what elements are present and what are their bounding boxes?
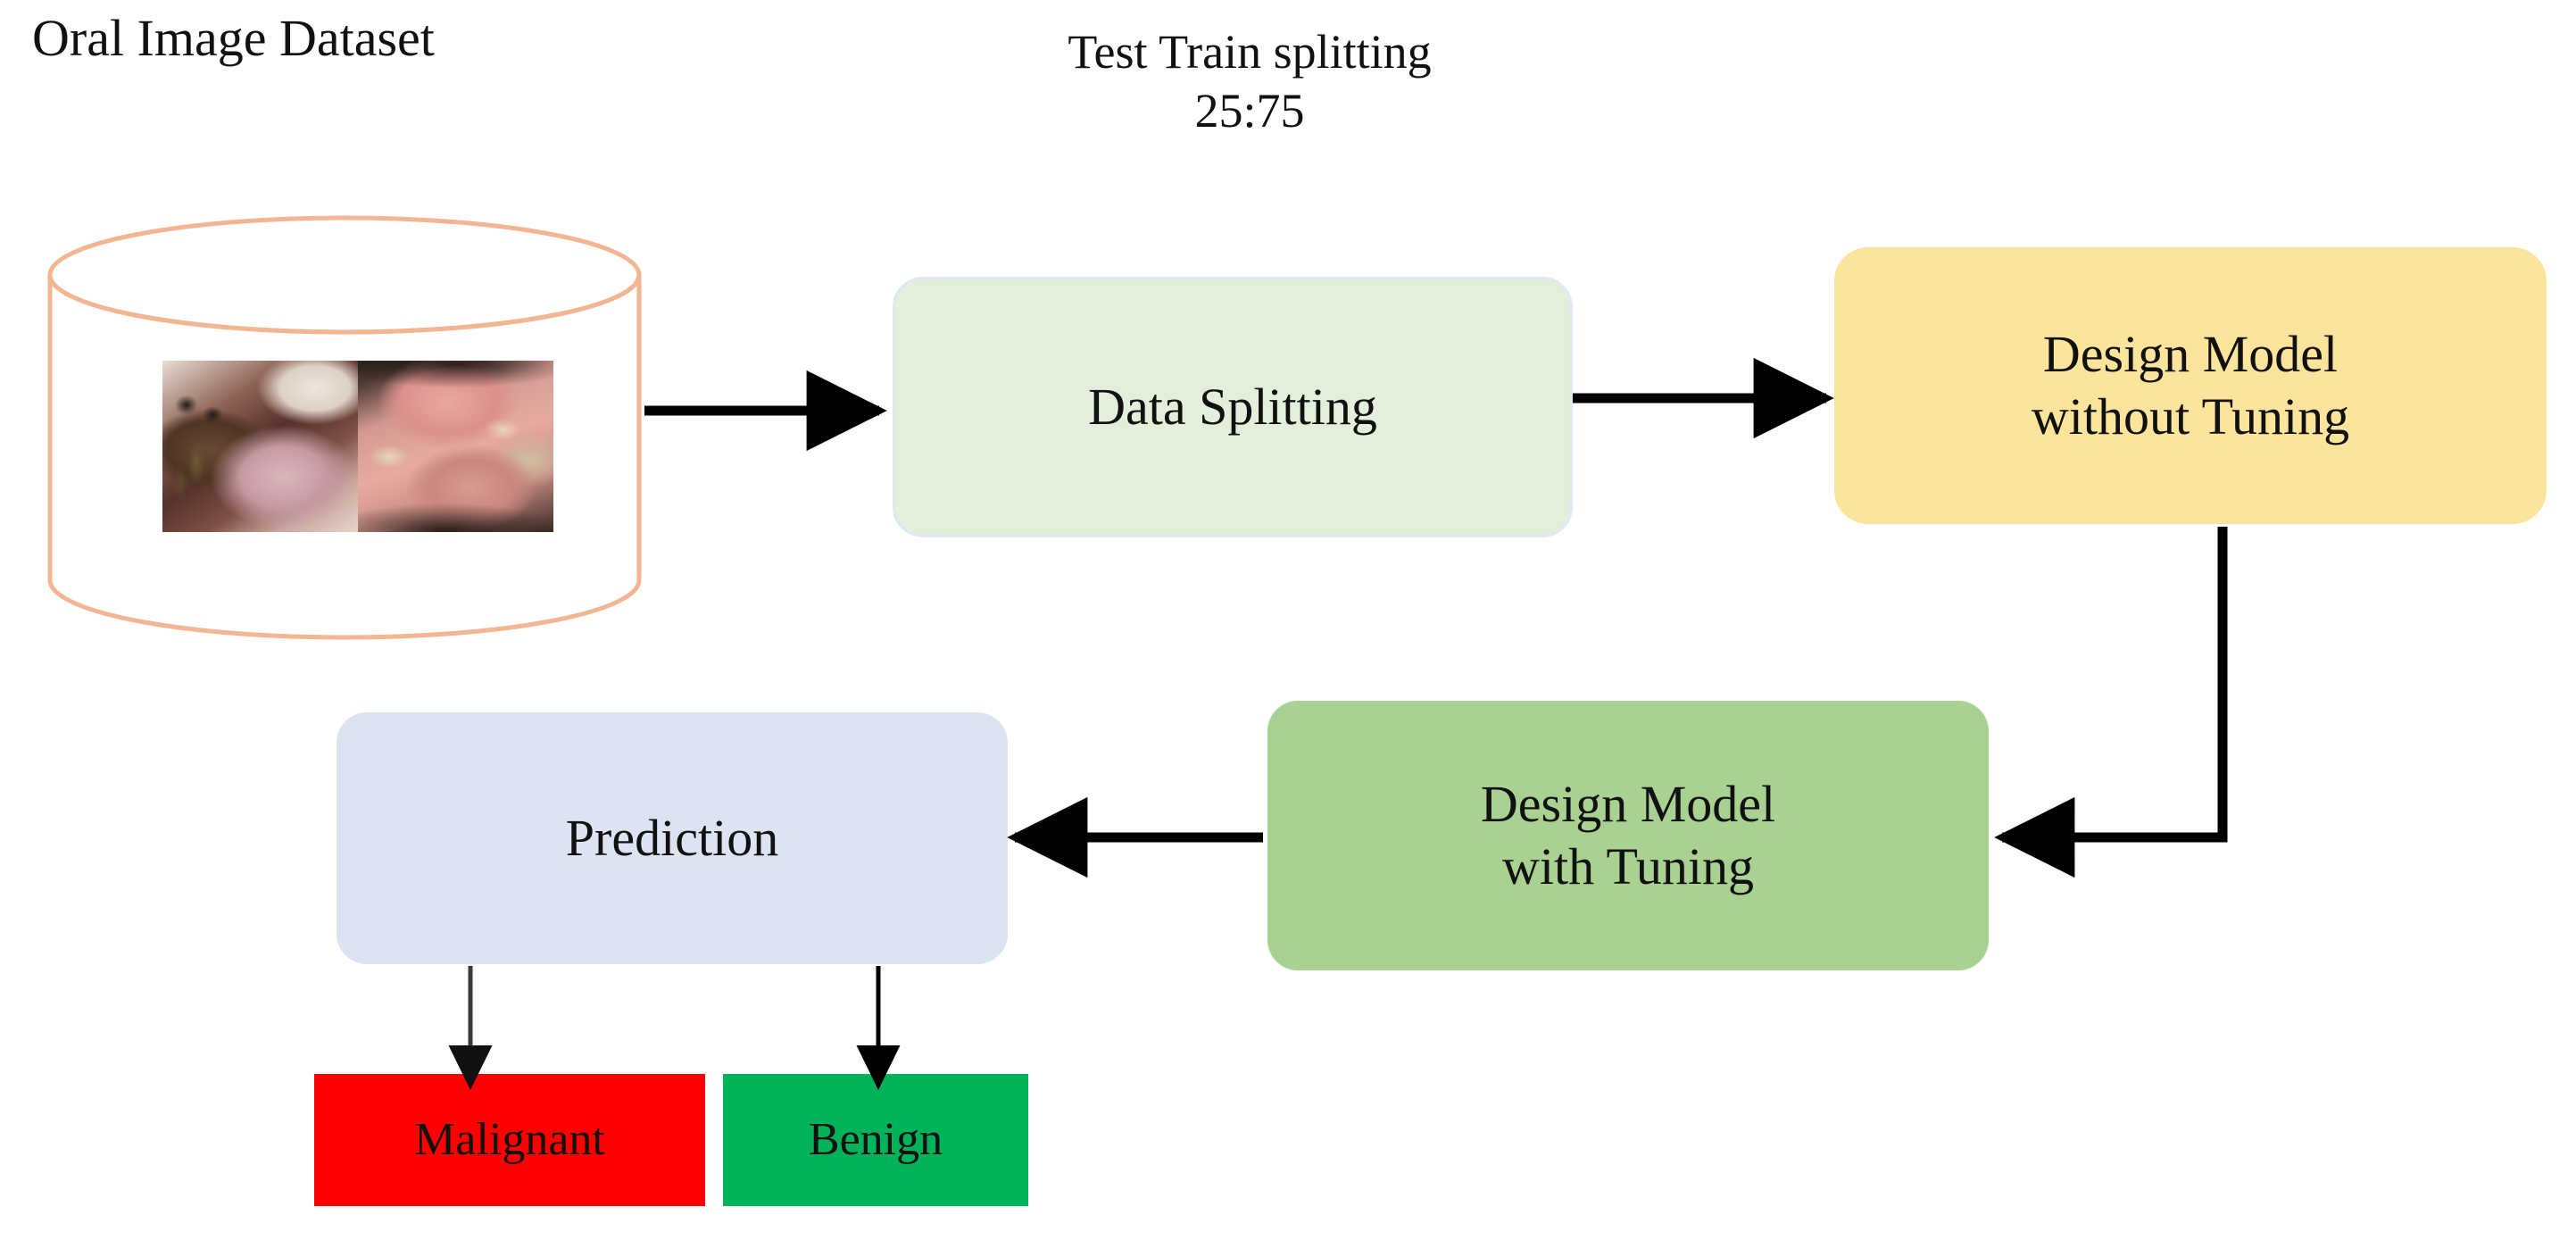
- node-design-model-without-tuning[interactable]: Design Model without Tuning: [1834, 247, 2547, 524]
- dataset-thumbnail-strip: [162, 361, 553, 532]
- node-malignant[interactable]: Malignant: [314, 1074, 705, 1206]
- node-data-splitting[interactable]: Data Splitting: [893, 277, 1573, 537]
- node-design-model-without-tuning-label: Design Model without Tuning: [2031, 325, 2350, 445]
- page-title: Oral Image Dataset: [32, 9, 435, 67]
- dataset-cylinder: [45, 212, 644, 652]
- node-data-splitting-label: Data Splitting: [1088, 378, 1377, 437]
- cylinder-shape: [47, 215, 642, 640]
- node-malignant-label: Malignant: [414, 1113, 605, 1165]
- node-design-model-with-tuning-label: Design Model with Tuning: [1480, 775, 1776, 895]
- node-prediction-label: Prediction: [565, 809, 779, 868]
- test-train-split-caption: Test Train splitting 25:75: [1068, 25, 1432, 137]
- oral-mucosa-photo-right: [358, 361, 553, 532]
- node-prediction[interactable]: Prediction: [337, 712, 1008, 964]
- arrow-model-without-tuning-to-model-with-tuning: [1994, 527, 2228, 878]
- oral-lesion-photo-left: [162, 361, 358, 532]
- node-design-model-with-tuning[interactable]: Design Model with Tuning: [1267, 701, 1989, 970]
- node-benign[interactable]: Benign: [723, 1074, 1028, 1206]
- node-benign-label: Benign: [808, 1113, 943, 1165]
